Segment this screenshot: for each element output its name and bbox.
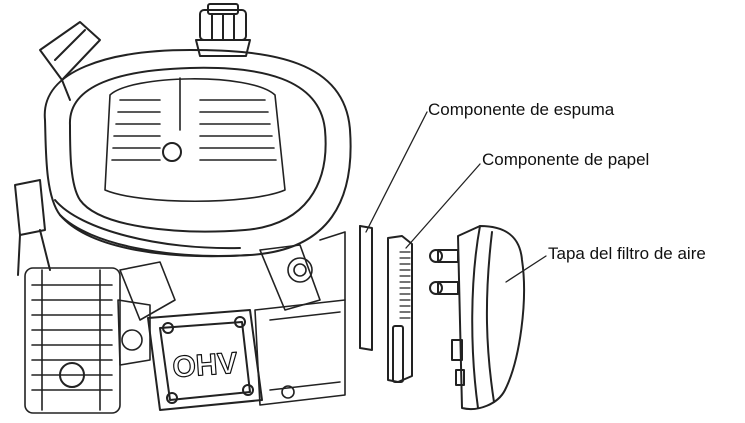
oil-fill-cap <box>39 21 101 101</box>
air-filter-cover <box>429 225 525 410</box>
fuel-cap <box>195 3 251 57</box>
cylinder-fins <box>24 267 121 414</box>
air-filter-cover-label: Tapa del filtro de aire <box>548 244 706 263</box>
paper-leader-line <box>405 163 481 249</box>
left-bracket <box>14 179 51 276</box>
paper-element <box>387 235 413 383</box>
paper-element-label: Componente de papel <box>482 150 650 169</box>
cover-leader-line <box>505 255 547 283</box>
engine: OHV <box>14 3 352 414</box>
top-grille <box>104 77 286 203</box>
engine-shroud <box>43 49 352 258</box>
foam-element <box>359 225 373 351</box>
foam-leader-line <box>365 111 428 233</box>
valve-cover: OHV <box>147 309 263 411</box>
foam-element-label: Componente de espuma <box>428 100 615 119</box>
ohv-badge: OHV <box>171 347 238 384</box>
